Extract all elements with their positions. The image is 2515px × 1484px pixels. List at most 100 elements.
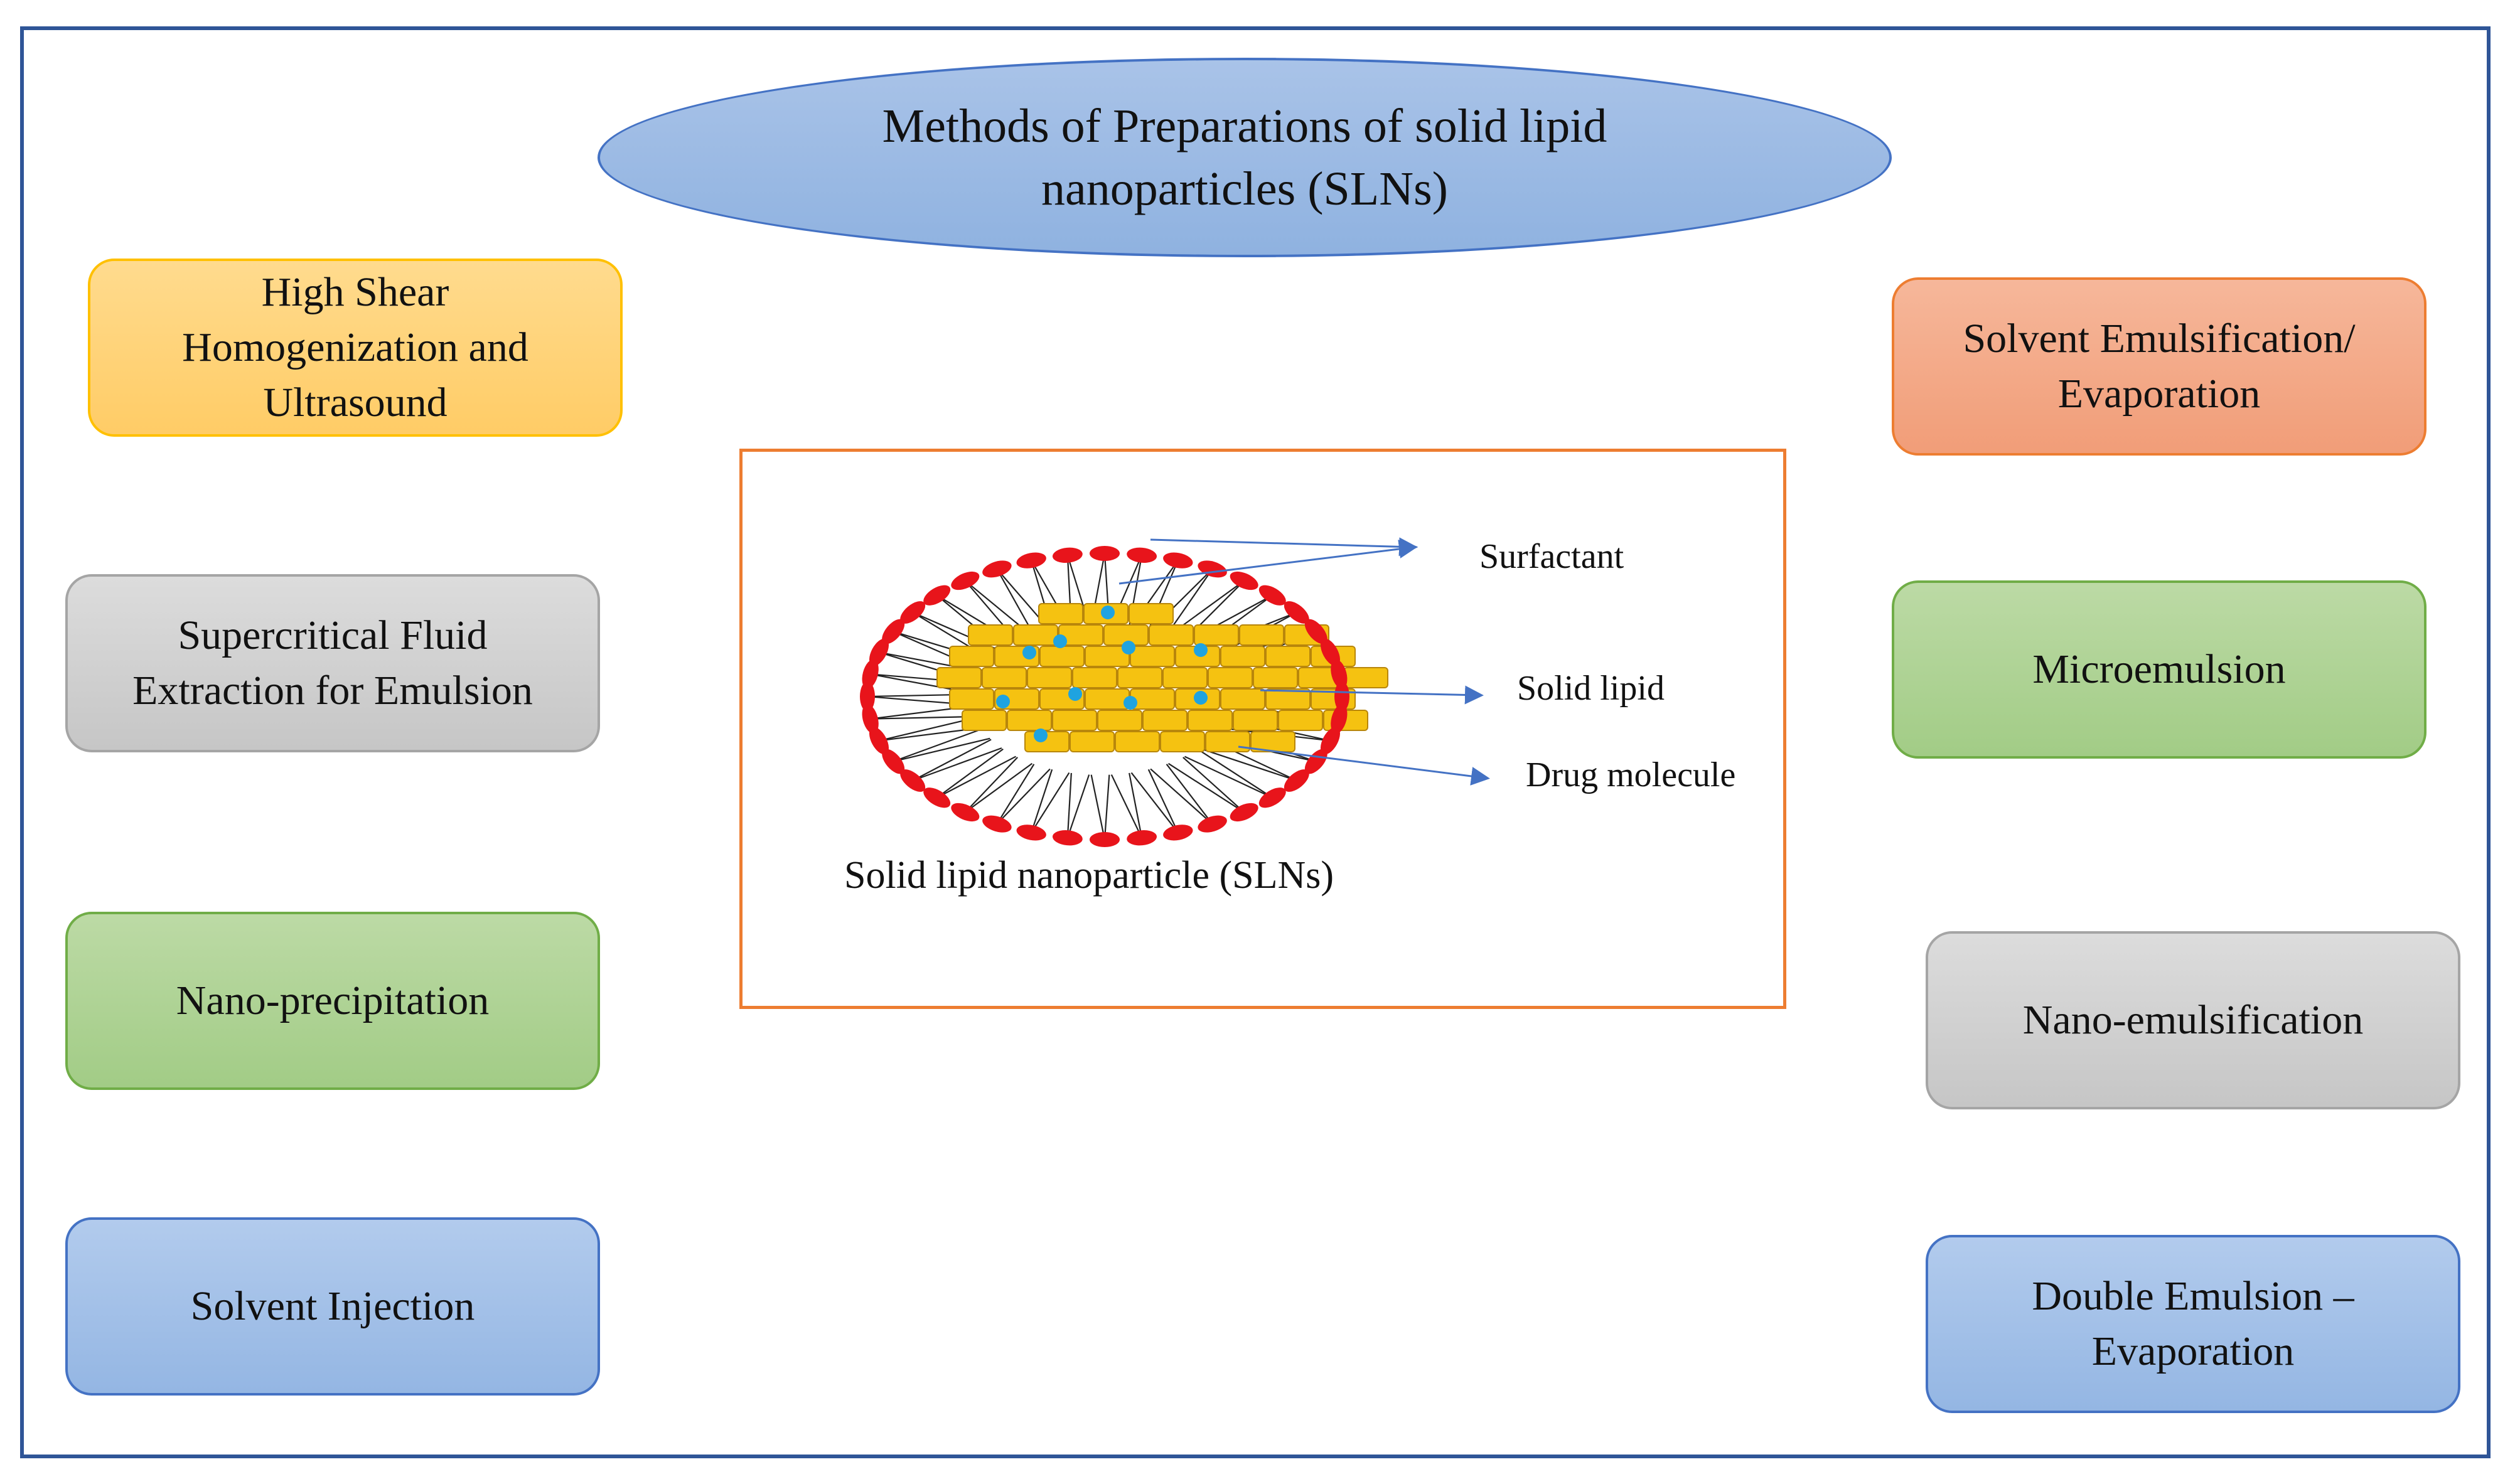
- lipid-block: [1149, 624, 1194, 646]
- surfactant-head: [1163, 825, 1193, 841]
- lipid-block: [1039, 646, 1085, 667]
- surfactant-head: [1230, 803, 1258, 822]
- method-label: Microemulsion: [2032, 646, 2286, 692]
- drug-molecule-dot: [1053, 634, 1067, 648]
- surfactant-head: [1331, 659, 1348, 689]
- lipid-block: [1265, 646, 1311, 667]
- surfactant-tail: [1197, 748, 1273, 799]
- method-label: Double Emulsion – Evaporation: [2032, 1273, 2354, 1374]
- surfactant-label: Surfactant: [1479, 537, 1624, 576]
- surfactant-head: [1127, 830, 1157, 846]
- surfactant-head: [860, 681, 875, 712]
- surfactant-tail: [1130, 772, 1179, 833]
- surfactant-tail: [996, 764, 1035, 825]
- lipid-block: [949, 688, 994, 710]
- lipid-block: [1220, 646, 1265, 667]
- surfactant-tail: [1066, 772, 1072, 838]
- surfactant-head: [1016, 825, 1046, 841]
- lipid-block: [1265, 688, 1311, 710]
- method-label: High Shear Homogenization and Ultrasound: [182, 269, 528, 425]
- lipid-block: [968, 624, 1013, 646]
- surfactant-head: [923, 585, 951, 606]
- lipid-block: [1038, 603, 1083, 624]
- surfactant-tail: [870, 715, 975, 720]
- method-microemulsion: Microemulsion: [1892, 580, 2427, 759]
- lipid-block: [982, 667, 1027, 688]
- surfactant-tail: [936, 755, 1017, 799]
- lipid-block: [1070, 731, 1115, 752]
- surfactant-tail: [1150, 768, 1213, 825]
- surfactant-tail: [1110, 774, 1143, 838]
- surfactant-head: [1230, 571, 1258, 590]
- surfactant-tail: [1147, 769, 1179, 833]
- lipid-block: [1253, 667, 1298, 688]
- lipid-block: [1194, 624, 1239, 646]
- surfactant-tail: [965, 762, 1033, 813]
- lipid-block: [1220, 688, 1265, 710]
- method-solvent-injection: Solvent Injection: [65, 1217, 600, 1396]
- lipid-block: [936, 667, 982, 688]
- lipid-block: [1233, 710, 1278, 731]
- surfactant-tail: [996, 569, 1035, 636]
- surfactant-head: [1016, 552, 1046, 569]
- drug-molecule-dot: [1022, 646, 1036, 659]
- lipid-block: [1208, 667, 1253, 688]
- lipid-block: [949, 646, 994, 667]
- surfactant-tail: [912, 739, 992, 781]
- drug-molecule-dot: [1194, 643, 1208, 657]
- lipid-block: [1162, 667, 1208, 688]
- sln-illustration-panel: Surfactant Solid lipid Drug molecule Sol…: [739, 449, 1786, 1009]
- surfactant-head: [1052, 547, 1083, 563]
- surfactant-head: [1331, 704, 1348, 734]
- lipid-block: [1007, 710, 1052, 731]
- surfactant-head: [1284, 601, 1309, 624]
- lipid-block: [1160, 731, 1205, 752]
- surfactant-tail: [1103, 774, 1110, 840]
- lipid-block: [1278, 710, 1323, 731]
- drug-molecule-dot: [996, 695, 1010, 708]
- surfactant-head: [1090, 546, 1120, 561]
- method-nano-emulsification: Nano-emulsification: [1926, 931, 2460, 1109]
- surfactant-head: [1334, 681, 1349, 712]
- surfactant-tail: [893, 737, 990, 762]
- lipid-block: [1013, 624, 1058, 646]
- surfactant-head: [1284, 769, 1309, 792]
- surfactant-tail: [1182, 757, 1245, 813]
- surfactant-tail: [1168, 762, 1245, 813]
- surfactant-head: [951, 571, 980, 590]
- label-pointers: [1118, 537, 1490, 786]
- lipid-block: [1115, 731, 1160, 752]
- solid-lipid-label: Solid lipid: [1517, 669, 1665, 708]
- lipid-block: [1205, 731, 1250, 752]
- surfactant-head: [1258, 787, 1286, 808]
- surfactant-tail: [893, 728, 982, 762]
- surfactant-head: [862, 704, 879, 734]
- title-ellipse: Methods of Preparations of solid lipid n…: [598, 58, 1892, 257]
- drug-molecule-dot: [1122, 641, 1135, 654]
- drug-molecule-dot: [1123, 696, 1137, 710]
- surfactant-head: [923, 787, 951, 808]
- surfactant-head: [982, 815, 1012, 833]
- diagram-frame: [20, 26, 2491, 1458]
- lipid-block: [1130, 646, 1175, 667]
- surfactant-tail: [965, 757, 1018, 813]
- drug-molecule-label: Drug molecule: [1526, 755, 1736, 794]
- solid-lipid-core: [936, 603, 1388, 752]
- pointer-line: [1238, 745, 1490, 786]
- surfactant-head: [1163, 552, 1193, 569]
- method-double-emulsion-evaporation: Double Emulsion – Evaporation: [1926, 1235, 2460, 1413]
- method-label: Nano-precipitation: [176, 978, 490, 1023]
- lipid-block: [1072, 667, 1117, 688]
- method-supercritical-fluid-extraction: Supercritical Fluid Extraction for Emuls…: [65, 574, 600, 752]
- surfactant-head: [1258, 585, 1286, 606]
- method-high-shear-homogenization: High Shear Homogenization and Ultrasound: [88, 259, 623, 437]
- method-label: Solvent Emulsification/ Evaporation: [1963, 316, 2356, 417]
- surfactant-head: [900, 601, 926, 624]
- surfactant-heads: [860, 546, 1349, 847]
- lipid-block: [1097, 710, 1142, 731]
- surfactant-tail: [1066, 774, 1090, 838]
- surfactant-tail: [1090, 774, 1106, 840]
- surfactant-head: [1127, 547, 1157, 563]
- surfactant-head: [951, 803, 980, 822]
- surfactant-head: [882, 749, 905, 774]
